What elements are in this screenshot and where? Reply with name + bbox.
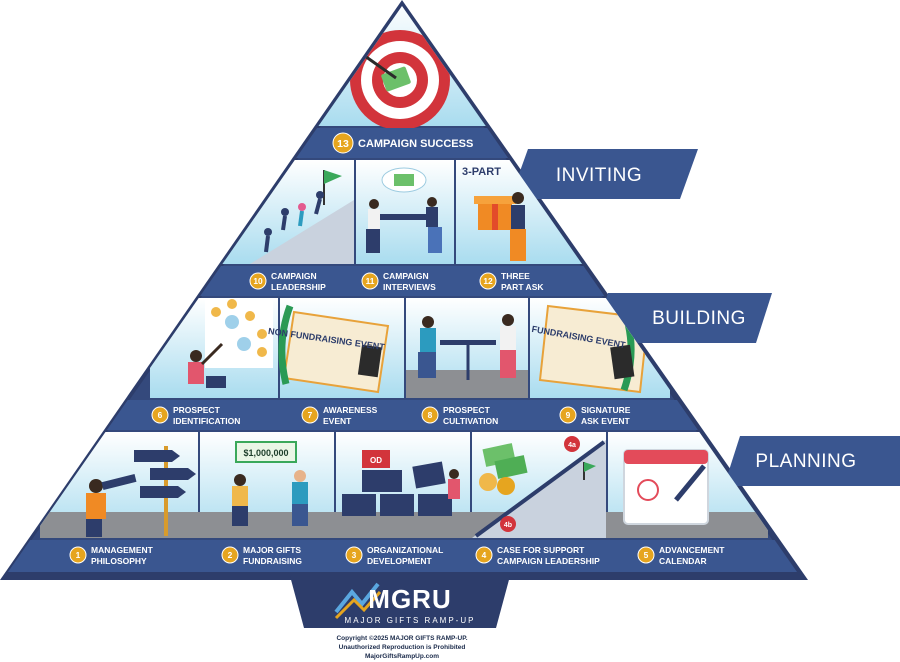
prospect-identification-badge bbox=[151, 406, 169, 424]
money-climb-icon: 4a 4b bbox=[472, 436, 606, 538]
management-philosophy-badge bbox=[69, 546, 87, 564]
signature-ask-event-label-line2: ASK EVENT bbox=[581, 416, 630, 426]
campaign-leadership-badge bbox=[249, 272, 267, 290]
ribbon-inviting bbox=[510, 149, 698, 199]
campaign-leadership-number: 10 bbox=[253, 276, 263, 286]
telescope-signpost-icon bbox=[86, 446, 196, 537]
organizational-development-label-line2: DEVELOPMENT bbox=[367, 556, 433, 566]
ribbon-building bbox=[592, 293, 772, 343]
advancement-calendar-number: 5 bbox=[644, 550, 649, 560]
management-philosophy-label-line1: MANAGEMENT bbox=[91, 545, 154, 555]
major-gifts-fundraising-badge bbox=[221, 546, 239, 564]
advancement-calendar-label-line2: CALENDAR bbox=[659, 556, 707, 566]
three-part-ask-label-line2: PART ASK bbox=[501, 282, 544, 292]
target-dart-icon bbox=[300, 6, 500, 130]
network-people-icon bbox=[188, 299, 273, 388]
prospect-cultivation-label-line2: CULTIVATION bbox=[443, 416, 498, 426]
major-gifts-fundraising-label-line1: MAJOR GIFTS bbox=[243, 545, 301, 555]
three-part-ask-label-line1: THREE bbox=[501, 271, 530, 281]
celebrate-check-icon: $1,000,000 bbox=[232, 441, 308, 526]
management-philosophy-label-line2: PHILOSOPHY bbox=[91, 556, 147, 566]
band-building bbox=[8, 400, 797, 430]
meeting-icon bbox=[366, 167, 442, 253]
building-panels: NON FUNDRAISING EVENT FUNDRAISING EVENT bbox=[150, 298, 670, 398]
prospect-cultivation-label-line1: PROSPECT bbox=[443, 405, 491, 415]
campaign-interviews-badge bbox=[361, 272, 379, 290]
prospect-cultivation-badge bbox=[421, 406, 439, 424]
case-for-support-campaign-leadership-label-line2: CAMPAIGN LEADERSHIP bbox=[497, 556, 600, 566]
three-part-ask-number: 12 bbox=[483, 276, 493, 286]
major-gifts-fundraising-number: 2 bbox=[228, 550, 233, 560]
advancement-calendar-badge bbox=[637, 546, 655, 564]
site-line: MajorGiftsRampUp.com bbox=[364, 653, 440, 660]
advancement-calendar-label-line1: ADVANCEMENT bbox=[659, 545, 725, 555]
gift-box-icon: 3-PART bbox=[462, 166, 526, 261]
block-od: OD bbox=[370, 456, 382, 465]
ribbon-planning bbox=[724, 436, 900, 486]
organizational-development-badge bbox=[345, 546, 363, 564]
campaign-success-label: CAMPAIGN SUCCESS bbox=[358, 138, 473, 150]
logo-plate bbox=[290, 576, 510, 628]
rights-line: Unauthorized Reproduction is Prohibited bbox=[338, 644, 466, 651]
awareness-event-number: 7 bbox=[308, 410, 313, 420]
prospect-identification-label-line2: IDENTIFICATION bbox=[173, 416, 240, 426]
calendar-icon bbox=[623, 449, 709, 525]
campaign-leadership-label-line1: CAMPAIGN bbox=[271, 271, 317, 281]
campaign-interviews-number: 11 bbox=[366, 276, 375, 286]
awareness-event-label-line2: EVENT bbox=[323, 416, 352, 426]
check-amount: $1,000,000 bbox=[243, 448, 288, 458]
management-philosophy-number: 1 bbox=[76, 550, 81, 560]
building-blocks-icon: OD bbox=[342, 450, 460, 516]
climbers-flag-icon bbox=[250, 170, 354, 264]
signature-ask-event-label-line1: SIGNATURE bbox=[581, 405, 631, 415]
case-for-support-campaign-leadership-badge bbox=[475, 546, 493, 564]
coffee-meeting-icon bbox=[406, 314, 528, 398]
campaign-success-number: 13 bbox=[337, 138, 349, 150]
major-gifts-fundraising-label-line2: FUNDRAISING bbox=[243, 556, 302, 566]
three-part-caption: 3-PART bbox=[462, 166, 501, 178]
campaign-leadership-label-line2: LEADERSHIP bbox=[271, 282, 326, 292]
prospect-identification-number: 6 bbox=[158, 410, 163, 420]
tier-ribbons: INVITING BUILDING PLANNING bbox=[510, 149, 900, 486]
mgru-logo bbox=[334, 582, 382, 620]
signature-ask-event-number: 9 bbox=[566, 410, 571, 420]
awareness-event-label-line1: AWARENESS bbox=[323, 405, 378, 415]
tag-4b: 4b bbox=[504, 522, 512, 529]
three-part-ask-badge bbox=[479, 272, 497, 290]
case-for-support-campaign-leadership-label-line1: CASE FOR SUPPORT bbox=[497, 545, 585, 555]
brand-tagline: MAJOR GIFTS RAMP-UP bbox=[344, 616, 476, 625]
case-for-support-campaign-leadership-number: 4 bbox=[482, 550, 487, 560]
copyright-line: Copyright ©2025 MAJOR GIFTS RAMP-UP. bbox=[336, 635, 468, 642]
tier-label-inviting: INVITING bbox=[556, 165, 642, 186]
tag-4a: 4a bbox=[568, 442, 576, 449]
tier-label-planning: PLANNING bbox=[755, 451, 856, 472]
campaign-success-badge bbox=[332, 132, 354, 154]
awareness-event-badge bbox=[301, 406, 319, 424]
tier-label-building: BUILDING bbox=[652, 308, 746, 329]
signature-ask-event-badge bbox=[559, 406, 577, 424]
brand-logo-text: MGRU bbox=[368, 584, 452, 614]
campaign-interviews-label-line1: CAMPAIGN bbox=[383, 271, 429, 281]
organizational-development-label-line1: ORGANIZATIONAL bbox=[367, 545, 443, 555]
prospect-cultivation-number: 8 bbox=[428, 410, 433, 420]
organizational-development-number: 3 bbox=[352, 550, 357, 560]
prospect-identification-label-line1: PROSPECT bbox=[173, 405, 221, 415]
band-planning bbox=[8, 540, 797, 572]
campaign-interviews-label-line2: INTERVIEWS bbox=[383, 282, 436, 292]
planning-panels: $1,000,000 OD bbox=[40, 432, 768, 538]
